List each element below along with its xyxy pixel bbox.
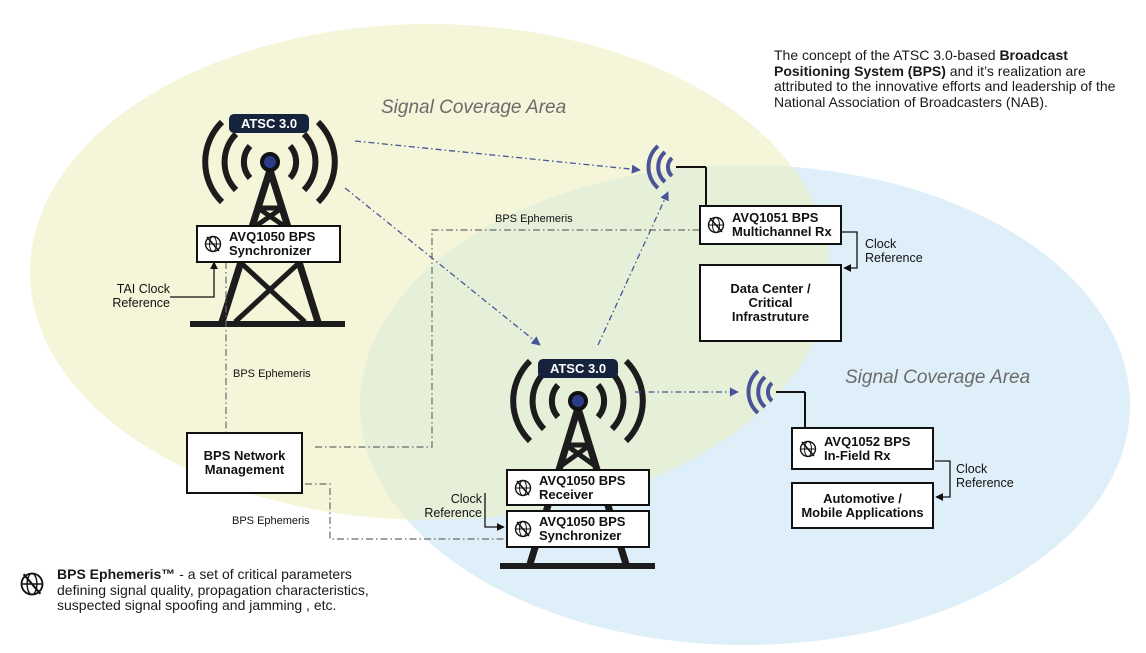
automotive-mobile-box: Automotive /Mobile Applications (791, 482, 934, 529)
label-line: Clock (956, 462, 988, 476)
ephemeris-label: BPS Ephemeris (233, 368, 311, 380)
box-line: In-Field Rx (824, 447, 891, 463)
box-line: Receiver (539, 486, 594, 502)
bps-globe-icon (204, 235, 222, 253)
legend-definition: - a set of critical parameters defining … (57, 566, 369, 613)
box-line: AVQ1050 BPS (229, 229, 316, 244)
box-line: Synchronizer (539, 528, 622, 543)
box-line: AVQ1052 BPS (824, 433, 911, 449)
broadcast-waves-icon (510, 358, 646, 444)
coverage-area-label: Signal Coverage Area (845, 367, 1031, 388)
box-line: Multichannel Rx (732, 224, 832, 239)
box-line: Automotive / (823, 490, 902, 506)
note-suffix: and it’s realization are attributed to t… (774, 62, 1116, 110)
broadcast-waves-icon (202, 119, 338, 205)
box-line: AVQ1050 BPS (539, 514, 626, 529)
label-line: Clock (450, 492, 482, 506)
bps-globe-icon (20, 572, 44, 596)
ephemeris-legend: BPS Ephemeris™ - a set of critical param… (57, 566, 377, 614)
ephemeris-label: BPS Ephemeris (495, 213, 573, 225)
box-line: AVQ1051 BPS (732, 210, 819, 225)
label-line: Reference (424, 506, 482, 520)
bps-globe-icon (514, 479, 532, 496)
signal-waves-icon (746, 369, 774, 415)
box-line: Critical (748, 295, 793, 310)
box-line: Management (204, 462, 285, 477)
signal-waves-icon (646, 144, 674, 190)
box-line: Data Center / (730, 281, 811, 296)
atsc-badge: ATSC 3.0 (229, 114, 309, 133)
coverage-overlap (360, 165, 830, 520)
atsc-badge: ATSC 3.0 (538, 359, 618, 378)
coverage-area-label: Signal Coverage Area (381, 97, 567, 118)
box-line: AVQ1050 BPS (539, 472, 626, 488)
label-line: Clock (865, 237, 897, 251)
bps-globe-icon (707, 216, 725, 234)
label-line: TAI Clock (116, 282, 170, 296)
note-bold: Broadcast Positioning System (BPS) (774, 47, 1068, 79)
box-line: Mobile Applications (801, 504, 924, 520)
box-line: BPS Network (203, 448, 286, 463)
note-prefix: The concept of the ATSC 3.0-based (774, 47, 1000, 63)
label-line: Reference (112, 296, 170, 310)
label-line: Reference (865, 251, 923, 265)
ephemeris-label: BPS Ephemeris (232, 515, 310, 527)
nab-attribution-note: The concept of the ATSC 3.0-based Broadc… (774, 47, 1134, 110)
box-line: Infrastruture (731, 309, 810, 324)
box-line: Synchronizer (229, 243, 312, 258)
bps-globe-icon (799, 440, 817, 457)
bps-globe-icon (514, 520, 532, 538)
label-line: Reference (956, 476, 1014, 490)
legend-term: BPS Ephemeris™ (57, 566, 176, 582)
